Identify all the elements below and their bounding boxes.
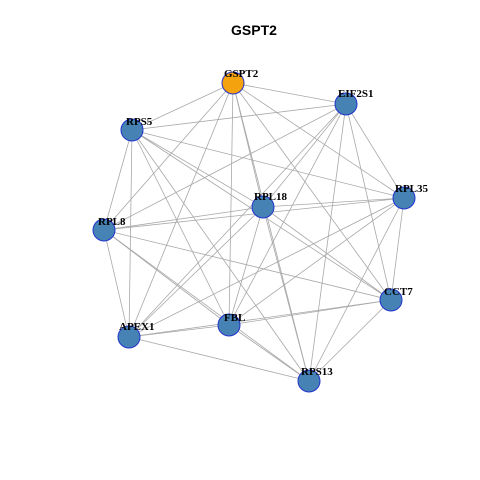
edge-gspt2-apex1 [128, 82, 234, 338]
edge-rpl8-cct7 [103, 229, 392, 301]
node-rpl35: RPL35 [392, 183, 429, 210]
edge-gspt2-rpl8 [103, 82, 234, 231]
edge-eif2s1-rpl18 [262, 103, 347, 208]
edge-eif2s1-apex1 [128, 103, 347, 338]
node-circle-cct7 [379, 288, 403, 312]
node-label-rpl8: RPL8 [98, 216, 126, 228]
node-label-rps13: RPS13 [301, 366, 333, 378]
edge-gspt2-rps13 [232, 82, 310, 382]
node-circle-gspt2 [221, 71, 245, 95]
edge-eif2s1-rpl35 [345, 103, 405, 199]
edge-eif2s1-rpl8 [103, 103, 347, 231]
edge-gspt2-fbl [228, 82, 234, 326]
node-circle-eif2s1 [334, 92, 358, 116]
edge-rpl18-rpl8 [103, 206, 264, 231]
edge-rpl18-apex1 [128, 206, 264, 338]
node-label-apex1: APEX1 [119, 321, 154, 333]
node-eif2s1: EIF2S1 [334, 88, 373, 116]
edge-rpl18-fbl [228, 206, 264, 326]
node-rpl8: RPL8 [92, 216, 126, 242]
edge-apex1-rps13 [128, 336, 310, 382]
edge-rpl35-rps13 [308, 197, 405, 382]
edge-gspt2-rps5 [131, 82, 234, 131]
edge-rps5-rpl8 [103, 129, 133, 231]
node-cct7: CCT7 [379, 286, 413, 312]
node-gspt2: GSPT2 [221, 68, 259, 95]
edge-rps5-apex1 [128, 129, 133, 338]
edge-rpl35-fbl [228, 197, 405, 326]
edge-rpl18-rpl35 [262, 197, 405, 208]
edge-rpl8-apex1 [103, 229, 130, 338]
node-circle-rpl35 [392, 186, 416, 210]
node-circle-rpl8 [92, 218, 116, 242]
node-circle-rps13 [297, 369, 321, 393]
node-circle-rpl18 [251, 195, 275, 219]
node-label-cct7: CCT7 [384, 286, 413, 298]
node-apex1: APEX1 [117, 321, 154, 349]
edge-gspt2-cct7 [232, 82, 392, 301]
node-rps5: RPS5 [120, 116, 153, 142]
edge-rps5-rpl18 [131, 129, 264, 208]
edge-rpl35-apex1 [128, 197, 405, 338]
edge-cct7-apex1 [128, 299, 392, 338]
edge-rpl18-rps13 [262, 206, 310, 382]
node-label-eif2s1: EIF2S1 [338, 88, 373, 100]
node-label-rps5: RPS5 [126, 116, 153, 128]
edge-gspt2-rpl35 [232, 82, 405, 199]
node-fbl: FBL [217, 312, 245, 337]
node-label-rpl35: RPL35 [395, 183, 429, 195]
edge-fbl-rps13 [228, 324, 310, 382]
node-circle-rps5 [120, 118, 144, 142]
node-rpl18: RPL18 [251, 191, 288, 219]
node-label-rpl18: RPL18 [254, 191, 288, 203]
node-label-fbl: FBL [224, 312, 245, 324]
edge-eif2s1-fbl [228, 103, 347, 326]
node-rps13: RPS13 [297, 366, 333, 393]
edge-eif2s1-rps13 [308, 103, 347, 382]
edge-rpl35-cct7 [390, 197, 405, 301]
node-circle-apex1 [117, 325, 141, 349]
edge-gspt2-eif2s1 [232, 82, 347, 105]
edge-eif2s1-rps5 [131, 103, 347, 131]
edge-rpl8-rps13 [103, 229, 310, 382]
graph-title: GSPT2 [231, 22, 277, 38]
edge-rps5-rpl35 [131, 129, 405, 199]
edge-cct7-fbl [228, 299, 392, 326]
edge-rps5-rps13 [131, 129, 310, 382]
node-circle-fbl [217, 313, 241, 337]
edge-rps5-fbl [131, 129, 230, 326]
edge-cct7-rps13 [308, 299, 392, 382]
node-label-gspt2: GSPT2 [224, 68, 259, 80]
edge-apex1-fbl [128, 324, 230, 338]
